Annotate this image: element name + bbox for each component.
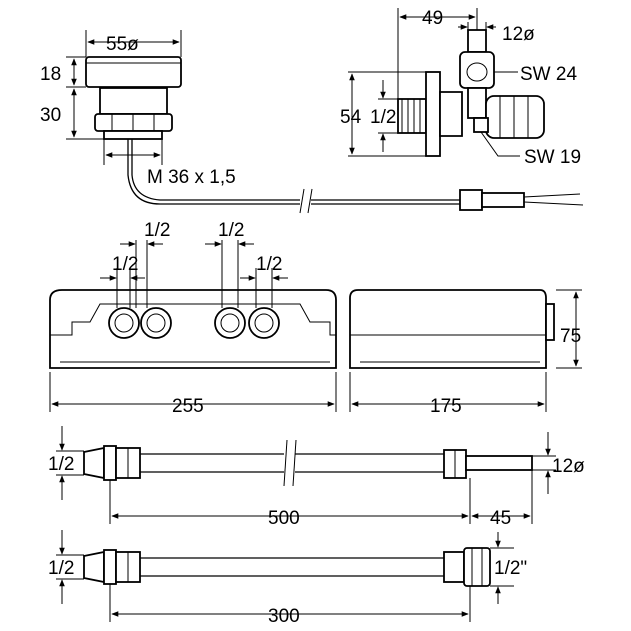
cover-box-width-dimension: 175 <box>349 372 547 417</box>
cover-box-height-label: 75 <box>560 326 581 347</box>
cover-box-housing <box>349 289 547 369</box>
valve-lower-nut <box>473 117 489 133</box>
valve-offset-label: 49 <box>422 8 443 29</box>
hose-long-fitting-dimension: 1/2 <box>48 426 84 500</box>
hose-long-end-diameter-label: 12ø <box>552 456 585 477</box>
sensor-thread <box>103 130 163 140</box>
hose-short: 1/2 1/2" 300 <box>48 530 527 627</box>
cover-box-latch <box>545 303 555 341</box>
control-box-width-dimension: 255 <box>49 372 337 417</box>
hose-long-end-length-label: 45 <box>490 508 511 529</box>
port-c-label: 1/2 <box>218 220 244 241</box>
port-dimensions: 1/2 1/2 1/2 1/2 <box>100 220 288 308</box>
sensor-thread-dimension: M 36 x 1,5 <box>103 139 236 188</box>
hose-short-end-nut <box>463 547 491 587</box>
valve-wrench-top-callout: SW 24 <box>494 64 577 85</box>
valve-top-nut <box>459 51 495 89</box>
valve-inlet <box>397 98 427 134</box>
hose-long-end-pipe <box>465 455 533 471</box>
hose-long-length-label: 500 <box>268 508 300 529</box>
port-c <box>214 307 246 339</box>
port-a-label: 1/2 <box>112 254 138 275</box>
valve-handwheel <box>485 95 545 139</box>
sensor-body-height-label: 30 <box>40 105 61 126</box>
port-b-label: 1/2 <box>144 220 170 241</box>
sensor-diameter-dimension: 55ø <box>85 30 182 57</box>
valve-outlet-pipe <box>467 29 487 53</box>
valve-wrench-bottom-callout: SW 19 <box>480 131 581 168</box>
valve-stem <box>467 87 487 119</box>
cover-box: 75 175 <box>349 289 582 417</box>
hose-long-left-collar <box>103 445 117 481</box>
port-d-label: 1/2 <box>256 254 282 275</box>
hose-short-end-fitting-label: 1/2" <box>494 558 527 579</box>
hose-short-left-nipple <box>83 550 105 584</box>
sensor-height-dimension: 18 30 <box>40 56 104 140</box>
valve-height-dimension: 54 <box>340 71 426 157</box>
hose-short-length-label: 300 <box>268 606 300 627</box>
port-b <box>140 307 172 339</box>
control-box-width-label: 255 <box>172 396 204 417</box>
port-a <box>108 307 140 339</box>
valve-pipe-diameter-label: 12ø <box>502 24 535 45</box>
valve-offset-dimension: 49 <box>397 8 478 99</box>
sensor-thread-label: M 36 x 1,5 <box>147 167 236 188</box>
hose-long-length-dimension: 500 45 <box>109 470 533 529</box>
hose-short-fitting-label: 1/2 <box>48 558 74 579</box>
angle-valve: 49 12ø SW 24 SW 19 54 1/2 <box>340 8 581 168</box>
port-d <box>248 307 280 339</box>
sensor-top-height-label: 18 <box>40 64 61 85</box>
cable-plug <box>459 189 483 211</box>
hose-short-fitting-dimension: 1/2 <box>48 530 84 604</box>
hose-long-left-nipple <box>83 446 105 480</box>
valve-wrench-top-label: SW 24 <box>520 64 577 85</box>
cover-box-width-label: 175 <box>430 396 462 417</box>
valve-flange <box>425 71 441 157</box>
valve-wrench-bottom-label: SW 19 <box>524 147 581 168</box>
valve-height-label: 54 <box>340 107 362 128</box>
sensor-cable <box>131 139 300 201</box>
cover-box-height-dimension: 75 <box>556 289 582 369</box>
control-box: 1/2 1/2 1/2 1/2 255 <box>49 220 337 417</box>
hose-long: 1/2 12ø 500 45 <box>48 426 585 529</box>
valve-inlet-dimension: 1/2 <box>370 80 398 152</box>
valve-inlet-label: 1/2 <box>370 107 396 128</box>
valve-pipe-diameter-dimension: 12ø <box>458 22 535 45</box>
hose-short-right-nut <box>443 551 465 583</box>
sensor-assembly: 55ø 18 30 M 36 x 1,5 <box>40 30 584 214</box>
sensor-cap <box>85 56 182 88</box>
sensor-diameter-label: 55ø <box>106 34 139 55</box>
hose-short-length-dimension: 300 <box>109 584 471 627</box>
control-box-housing <box>49 289 337 369</box>
cable-plug-body <box>481 192 525 208</box>
sensor-body <box>99 87 168 115</box>
hose-short-end-fitting-dimension: 1/2" <box>490 532 527 604</box>
valve-body <box>439 91 463 137</box>
hose-long-fitting-label: 1/2 <box>48 454 74 475</box>
hose-short-left-collar <box>103 549 117 585</box>
hose-long-end-diameter-dimension: 12ø <box>532 432 585 494</box>
